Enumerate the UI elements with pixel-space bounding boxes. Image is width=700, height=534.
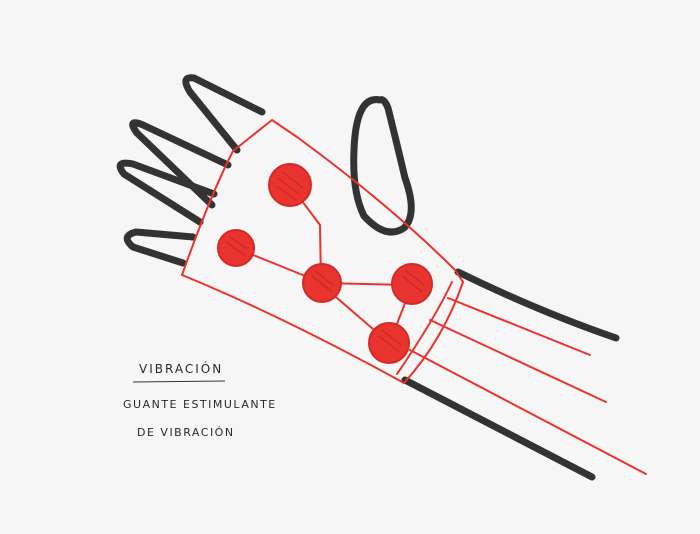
vibration-point xyxy=(269,164,311,206)
vibration-point xyxy=(218,230,254,266)
description-line-2: DE VIBRACIÓN xyxy=(137,426,235,439)
vibration-point xyxy=(303,264,341,302)
title-label: VIBRACIÓN xyxy=(139,362,223,376)
vibration-point xyxy=(369,323,409,363)
finger-little xyxy=(127,232,193,263)
finger-index xyxy=(186,78,262,150)
glove-outline-top xyxy=(233,120,463,282)
sleeve-line-1 xyxy=(448,298,590,355)
forearm-upper-edge xyxy=(458,272,616,338)
forearm-lower-edge xyxy=(405,380,592,477)
description-line-1: GUANTE ESTIMULANTE xyxy=(123,398,277,411)
sleeve-line-2 xyxy=(430,320,606,402)
sleeve-line-3 xyxy=(410,350,646,474)
hand-outline xyxy=(120,78,616,477)
thumb xyxy=(354,100,412,232)
vibration-points xyxy=(218,164,432,363)
